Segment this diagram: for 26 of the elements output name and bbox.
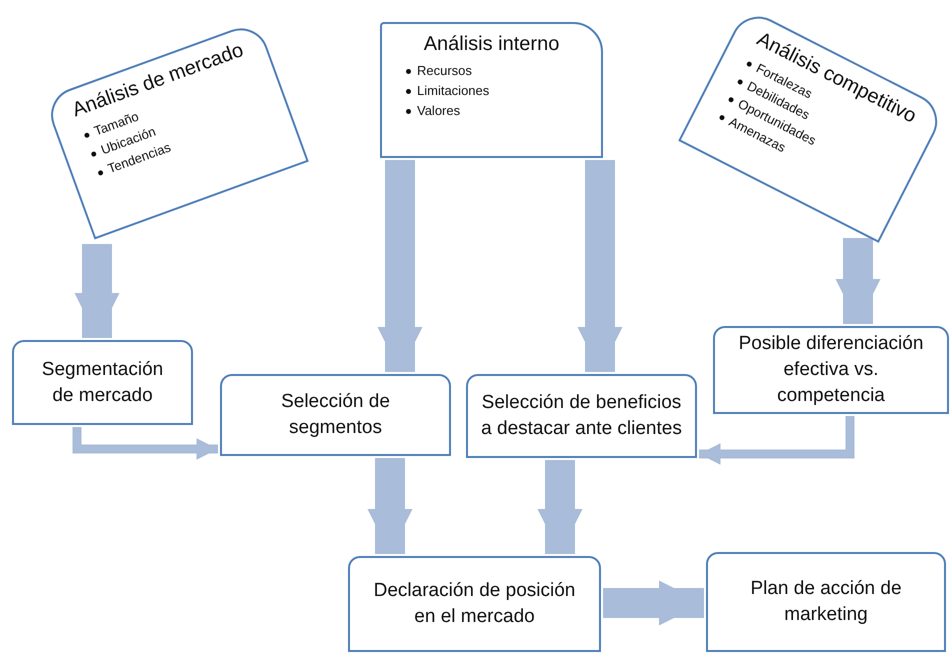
box-text: Segmentación de mercado bbox=[40, 358, 164, 408]
arrow bbox=[378, 160, 422, 372]
arrow bbox=[836, 238, 880, 324]
arrow bbox=[603, 580, 704, 626]
box-text: Selección de beneficios a destacar ante clientes bbox=[480, 391, 683, 441]
box-heading: Análisis interno bbox=[424, 32, 560, 57]
process-box bbox=[713, 326, 949, 414]
process-box bbox=[348, 556, 601, 652]
arrow bbox=[538, 460, 582, 554]
arrow bbox=[368, 458, 412, 554]
process-box bbox=[12, 340, 193, 425]
bullet-item: Valores bbox=[417, 102, 460, 120]
bullet-item: Recursos bbox=[417, 62, 472, 80]
process-box bbox=[466, 374, 697, 458]
arrow bbox=[578, 160, 622, 372]
arrow bbox=[74, 244, 120, 338]
process-box bbox=[706, 552, 946, 652]
box-text: Posible diferenciación efectiva vs. competencia bbox=[738, 332, 924, 408]
box-text: Declaración de posición en el mercado bbox=[372, 579, 576, 629]
box-text: Selección de segmentos bbox=[280, 390, 391, 440]
process-box bbox=[380, 22, 603, 158]
process-box bbox=[220, 374, 451, 456]
arrow bbox=[72, 427, 218, 460]
arrow bbox=[699, 416, 854, 465]
box-text: Plan de acción de marketing bbox=[749, 577, 903, 627]
bullet-item: Limitaciones bbox=[417, 82, 490, 100]
